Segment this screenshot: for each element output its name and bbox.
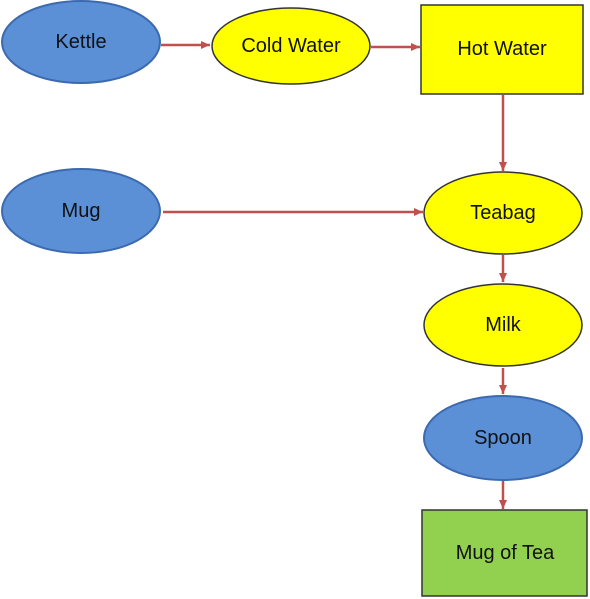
node-cold-water-label: Cold Water xyxy=(241,35,341,57)
node-mug: Mug xyxy=(1,168,161,254)
node-hot-water-shape xyxy=(420,4,584,95)
node-milk: Milk xyxy=(423,283,583,367)
node-hot-water: Hot Water xyxy=(420,4,584,95)
node-hot-water-label: Hot Water xyxy=(457,38,547,60)
node-spoon: Spoon xyxy=(423,395,583,481)
node-mug-of-tea: Mug of Tea xyxy=(421,509,588,597)
node-kettle: Kettle xyxy=(1,0,161,84)
node-milk-shape xyxy=(423,283,583,367)
node-spoon-label: Spoon xyxy=(474,427,532,449)
node-kettle-label: Kettle xyxy=(55,31,106,53)
node-spoon-shape xyxy=(423,395,583,481)
node-teabag-shape xyxy=(423,171,583,255)
node-cold-water: Cold Water xyxy=(211,7,371,85)
node-teabag: Teabag xyxy=(423,171,583,255)
edges xyxy=(161,41,507,509)
node-mug-of-tea-label: Mug of Tea xyxy=(456,542,555,564)
node-kettle-shape xyxy=(1,0,161,84)
node-mug-of-tea-shape xyxy=(421,509,588,597)
node-mug-label: Mug xyxy=(62,200,101,222)
node-cold-water-shape xyxy=(211,7,371,85)
node-mug-shape xyxy=(1,168,161,254)
node-milk-label: Milk xyxy=(485,314,522,336)
node-teabag-label: Teabag xyxy=(470,202,536,224)
